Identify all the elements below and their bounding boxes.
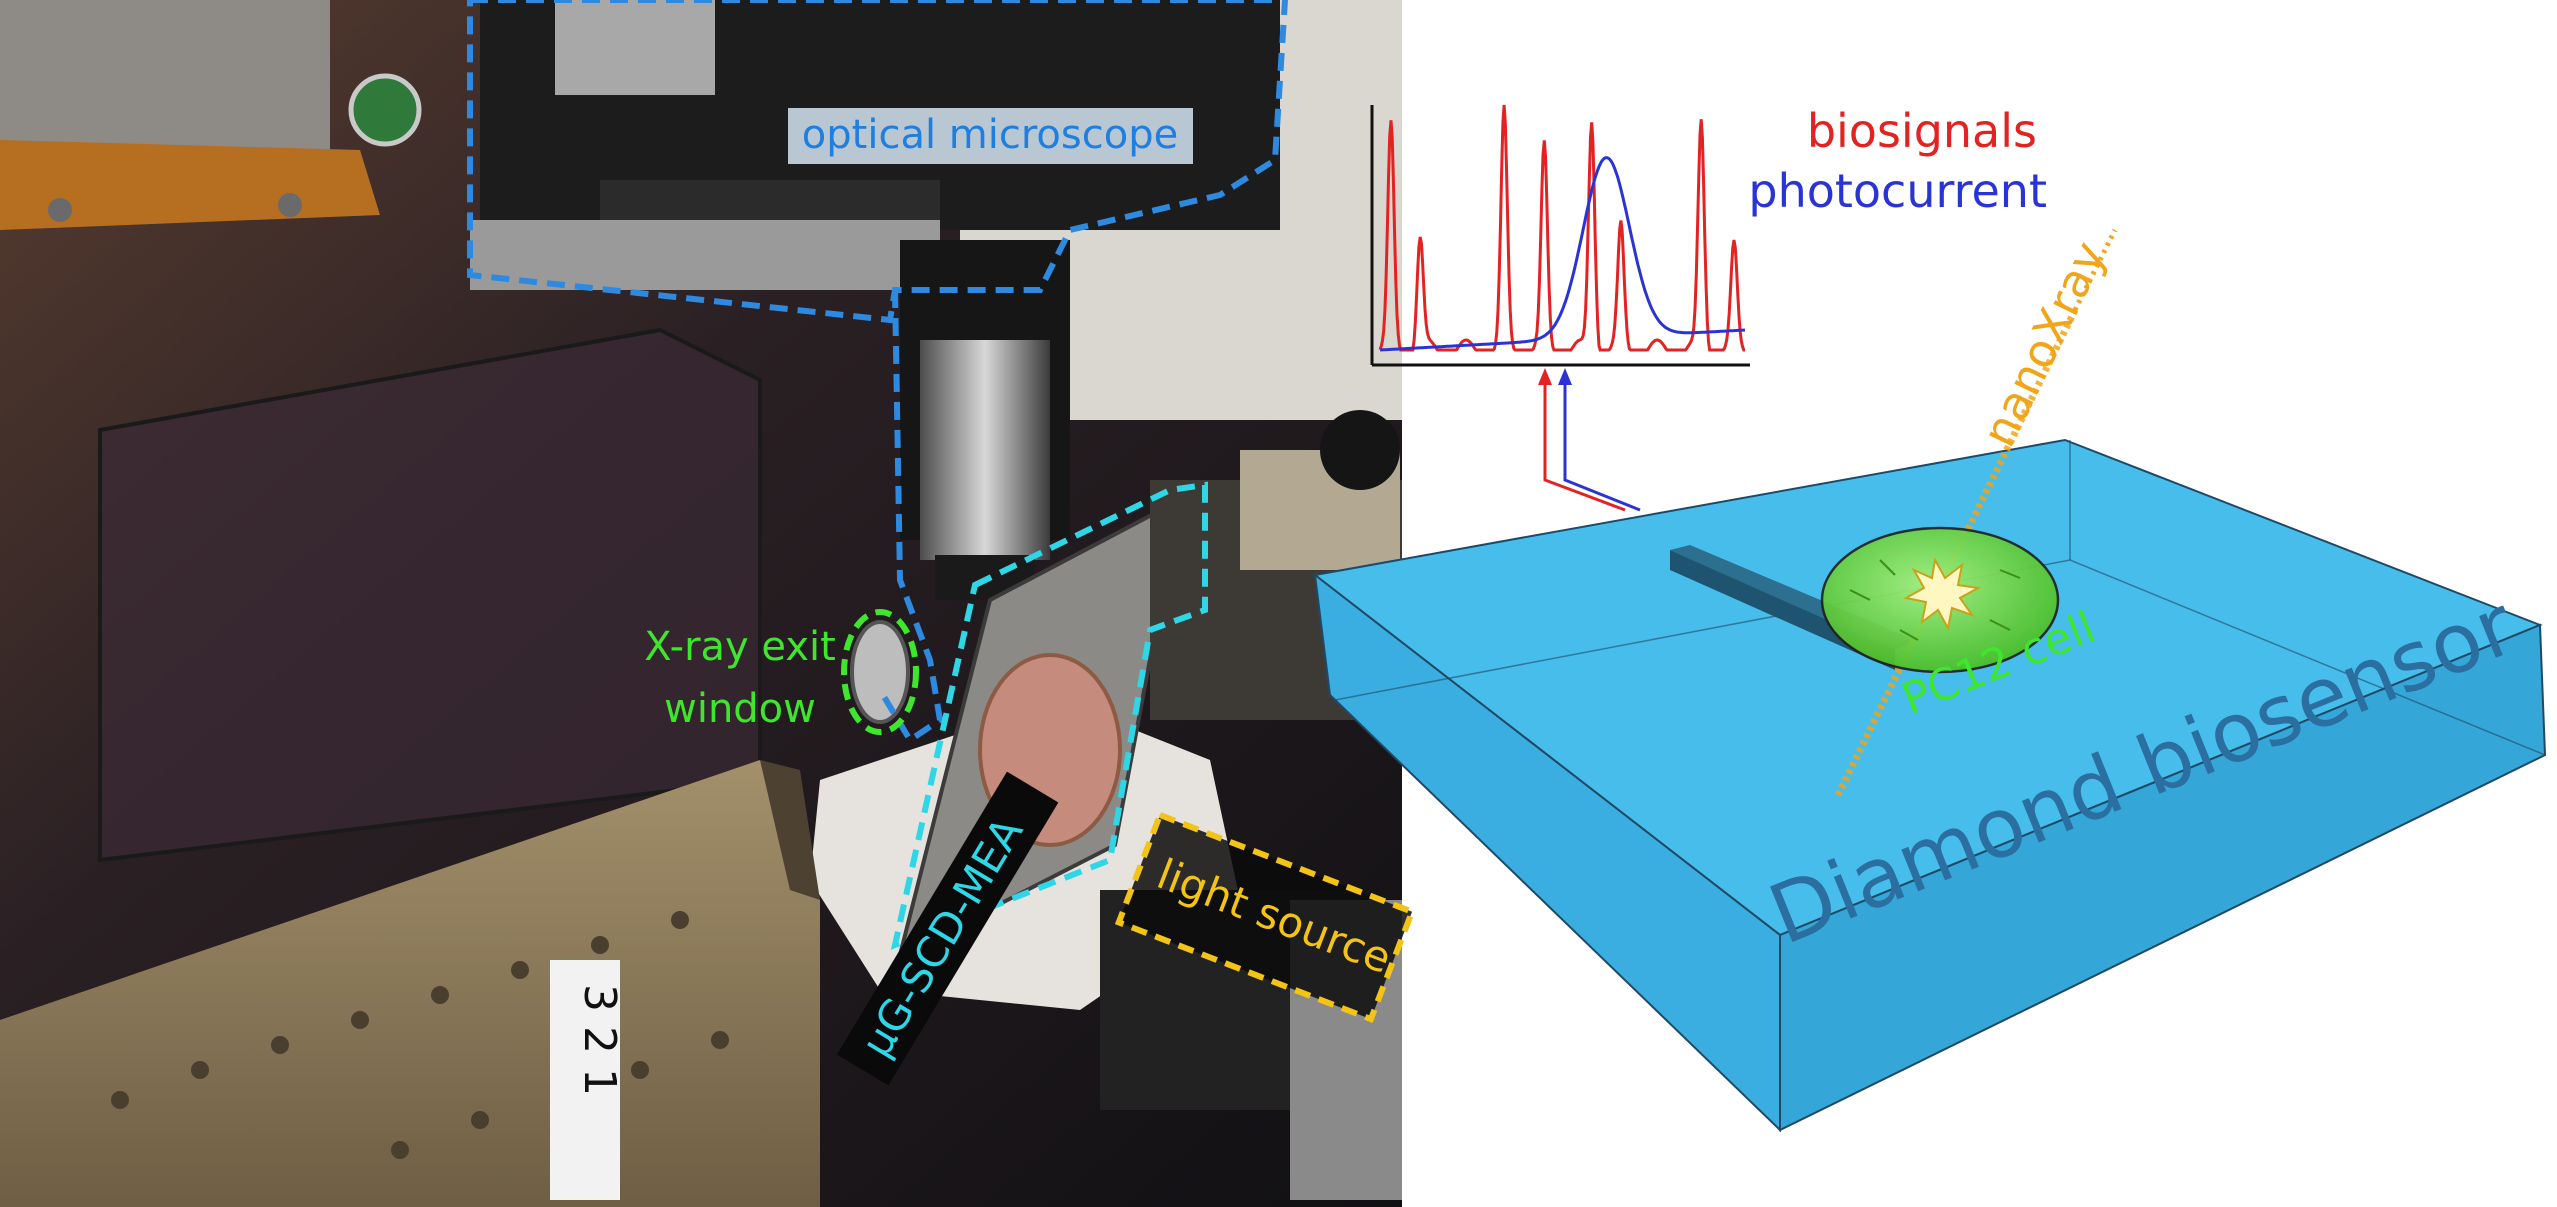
rail-end <box>760 760 820 900</box>
nanoxray-label: nanoXray <box>1971 233 2116 455</box>
xray-impact-burst <box>1903 557 1982 631</box>
microscope-base <box>600 180 940 220</box>
biosignal-trace <box>1378 104 1746 352</box>
screw <box>48 198 72 222</box>
biosignal-wire <box>1543 375 1626 512</box>
mea-label-bg <box>836 771 1059 1086</box>
mea-outline <box>890 481 1208 950</box>
nanoxray-beam <box>1834 308 2079 797</box>
light-source-outline <box>1114 811 1416 1023</box>
legend-biosignals: biosignals <box>1807 104 2037 158</box>
rail-digits: 3 2 1 <box>574 984 625 1096</box>
microscope-label-bg <box>788 108 1193 164</box>
xray-label-line2: window <box>664 686 816 732</box>
biosignal-arrow <box>1538 368 1552 385</box>
objective-outline <box>877 289 944 745</box>
acrylic-enclosure <box>98 327 762 863</box>
microscope-label: optical microscope <box>802 112 1178 158</box>
microscope-plate <box>470 220 940 290</box>
objective-lens <box>920 340 1050 560</box>
photocurrent-trace <box>1379 156 1746 352</box>
photocurrent-wire <box>1563 375 1641 512</box>
microscope-block <box>555 0 715 95</box>
upper-left-rack <box>0 0 330 150</box>
xray-window-outline <box>841 609 919 735</box>
knob <box>1320 410 1400 490</box>
xray-window <box>850 620 910 724</box>
cell-texture <box>1849 559 2021 641</box>
connector <box>348 73 422 147</box>
schematic-panel: biosignals photocurrent nanoXray PC1 <box>1312 104 2547 1133</box>
rail-label <box>550 960 620 1200</box>
electrode-side <box>1670 550 1895 670</box>
photo-panel: 3 2 1 optical microscope X-ray exit wind… <box>0 0 1416 1207</box>
screw <box>278 193 302 217</box>
xray-label-line1: X-ray exit <box>644 624 836 670</box>
rail-holes <box>111 911 729 1159</box>
nanoxray-beam-tail <box>2072 228 2118 312</box>
legend-photocurrent: photocurrent <box>1748 164 2047 218</box>
photocurrent-arrow <box>1558 368 1572 385</box>
